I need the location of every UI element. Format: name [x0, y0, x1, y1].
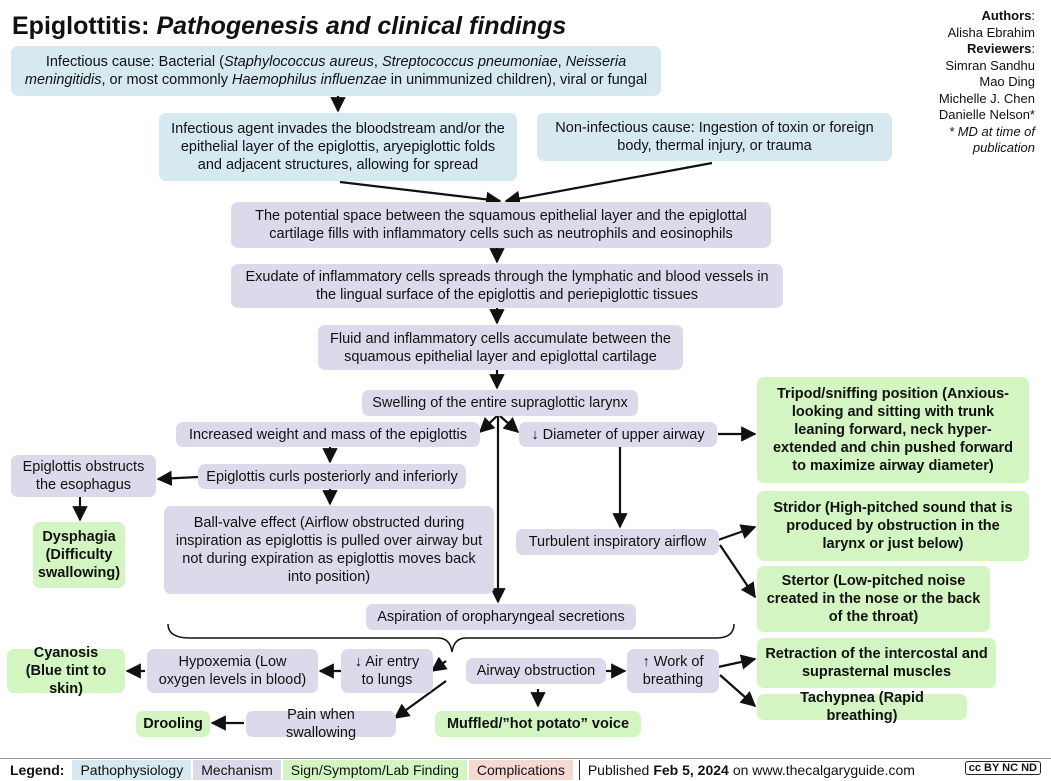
airway-obstruction-box: Airway obstruction — [466, 658, 606, 684]
connector-arrows — [72, 95, 757, 731]
infectious-cause-text: in unimmunized children), viral or funga… — [386, 72, 648, 88]
license-badge: cc BY NC ND — [964, 761, 1041, 775]
stridor-box: Stridor (High-pitched sound that is prod… — [757, 491, 1029, 561]
page-title: Epiglottitis: Pathogenesis and clinical … — [12, 12, 566, 41]
cyanosis-box: Cyanosis (Blue tint to skin) — [7, 645, 125, 697]
non-infectious-cause-box: Non-infectious cause: Ingestion of toxin… — [537, 113, 892, 161]
invades-box: Infectious agent invades the bloodstream… — [159, 113, 517, 181]
legend-sign-symptom: Sign/Symptom/Lab Finding — [282, 760, 467, 780]
dysphagia-box: Dysphagia (Difficulty swallowing) — [33, 522, 125, 588]
tachypnea-box: Tachypnea (Rapid breathing) — [757, 690, 967, 724]
legend-bar: Legend: Pathophysiology Mechanism Sign/S… — [0, 758, 1051, 781]
organism-name: Neisseria meningitidis — [24, 54, 627, 88]
organism-name: Haemophilus influenzae — [232, 72, 387, 88]
retraction-box: Retraction of the intercostal and supras… — [757, 638, 996, 688]
curls-box: Epiglottis curls posteriorly and inferio… — [198, 464, 466, 489]
potential-space-box: The potential space between the squamous… — [231, 202, 771, 248]
work-of-breathing-box: ↑ Work of breathing — [627, 649, 719, 693]
aspiration-box: Aspiration of oropharyngeal secretions — [366, 604, 636, 630]
authors-block: Authors: Alisha Ebrahim Reviewers: Simra… — [925, 8, 1035, 157]
author-name: Alisha Ebrahim — [947, 24, 1035, 40]
authors-note: * MD at time of publication — [949, 123, 1035, 156]
ball-valve-box: Ball-valve effect (Airflow obstructed du… — [164, 506, 494, 594]
legend-label: Legend: — [10, 762, 65, 778]
reviewer-name: Mao Ding — [979, 74, 1035, 89]
legend-divider — [578, 760, 580, 780]
stertor-box: Stertor (Low-pitched noise created in th… — [757, 566, 990, 632]
reviewer-name: Danielle Nelson* — [938, 107, 1035, 122]
published-suffix: on www.thecalgaryguide.com — [732, 762, 915, 778]
diameter-box: ↓ Diameter of upper airway — [519, 422, 717, 447]
reviewers-label: Reviewers — [967, 41, 1032, 56]
separator-text: , — [557, 54, 566, 70]
infectious-cause-text: , or most commonly — [101, 72, 232, 88]
exudate-box: Exudate of inflammatory cells spreads th… — [231, 264, 783, 308]
turbulent-airflow-box: Turbulent inspiratory airflow — [516, 529, 719, 555]
title-sub: Pathogenesis and clinical findings — [156, 12, 567, 40]
drooling-box: Drooling — [136, 711, 210, 737]
air-entry-box: ↓ Air entry to lungs — [341, 649, 433, 693]
pain-swallowing-box: Pain when swallowing — [246, 707, 396, 741]
infectious-cause-box: Infectious cause: Bacterial (Staphylococ… — [11, 46, 661, 96]
obstructs-esophagus-box: Epiglottis obstructs the esophagus — [11, 455, 156, 497]
organism-name: Streptococcus pneumoniae — [381, 54, 558, 70]
published-date: Feb 5, 2024 — [653, 762, 729, 778]
swelling-box: Swelling of the entire supraglottic lary… — [362, 390, 638, 416]
increased-weight-box: Increased weight and mass of the epiglot… — [176, 422, 480, 447]
legend-pathophysiology: Pathophysiology — [72, 760, 192, 780]
published-prefix: Published — [587, 762, 650, 778]
legend-complications: Complications — [468, 760, 573, 780]
reviewer-name: Michelle J. Chen — [938, 90, 1035, 106]
tripod-position-box: Tripod/sniffing position (Anxious-lookin… — [757, 377, 1029, 483]
muffled-voice-box: Muffled/”hot potato” voice — [435, 711, 641, 737]
hypoxemia-box: Hypoxemia (Low oxygen levels in blood) — [147, 649, 318, 693]
reviewer-name: Simran Sandhu — [945, 57, 1035, 73]
legend-mechanism: Mechanism — [193, 760, 281, 780]
infectious-cause-text: Infectious cause: Bacterial ( — [45, 54, 224, 70]
title-main: Epiglottitis: — [12, 12, 150, 40]
authors-label: Authors — [981, 8, 1032, 23]
separator-text: , — [373, 54, 382, 70]
fluid-accumulation-box: Fluid and inflammatory cells accumulate … — [318, 325, 683, 370]
organism-name: Staphylococcus aureus — [223, 54, 374, 70]
